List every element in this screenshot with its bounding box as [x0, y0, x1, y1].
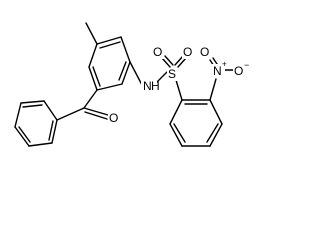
bond-ring-c-1 — [51, 119, 58, 144]
bond-carbonyl-phenyl — [56, 107, 85, 121]
atom-o-ketone: O — [109, 111, 118, 125]
charge-minus: − — [244, 60, 249, 70]
bond-ring-to-carbonyl — [83, 89, 98, 109]
bond-carbonyl-o — [83, 107, 109, 116]
bond-ring-c-4 — [14, 102, 22, 128]
bond-ring-c-1-inner — [48, 120, 54, 141]
bond-ring-nitro — [209, 78, 217, 101]
bond-ring-c-6 — [43, 100, 58, 121]
bond-ring-b-3 — [209, 123, 223, 147]
bond-carbonyl-o-2 — [84, 111, 108, 120]
bond-ring-a-1-inner — [99, 41, 121, 49]
bond-ring-a-3 — [121, 61, 131, 85]
atom-o-nitro-left: O — [200, 45, 209, 59]
bond-s-o-right — [177, 57, 187, 68]
bond-ring-a-6 — [88, 43, 98, 68]
atom-o-sulfonyl-left: O — [153, 45, 162, 59]
atom-n-amide: N — [143, 79, 152, 93]
bond-s-ring — [175, 79, 183, 101]
bond-s-o-left — [161, 57, 171, 68]
bond-ring-a-4 — [96, 83, 123, 91]
bond-ring-b-6 — [169, 99, 183, 125]
bonds — [14, 22, 235, 147]
atom-o-nitro-right: O — [234, 64, 243, 78]
bond-methyl — [85, 22, 98, 45]
bond-ring-b-5 — [169, 123, 183, 147]
chemical-structure-diagram: N H S O O N + O O − O — [14, 22, 249, 147]
bond-ring-b-2 — [209, 99, 223, 125]
atom-h-amide: H — [151, 79, 160, 93]
bond-ring-a-5 — [88, 66, 98, 91]
atom-labels: N H S O O N + O O − O — [108, 45, 249, 125]
atom-n-nitro: N — [213, 64, 222, 78]
bond-ring-nh — [129, 61, 143, 86]
bond-ring-b-3-inner — [206, 123, 219, 143]
bond-s-o-right-2 — [174, 55, 184, 66]
bond-s-o-left-2 — [164, 55, 174, 66]
bond-nitro-o-left-2 — [212, 57, 218, 65]
bond-ring-c-3 — [14, 126, 30, 147]
bond-ring-c-5 — [20, 100, 45, 104]
bond-ring-a-3-inner — [118, 61, 127, 81]
bond-ring-a-5-inner — [92, 66, 101, 87]
atom-s-sulfonyl: S — [168, 67, 176, 81]
bond-ring-a-2 — [120, 36, 131, 63]
bond-ring-c-5-inner — [22, 104, 43, 108]
bond-ring-c-2 — [28, 142, 53, 147]
bond-ring-c-3-inner — [18, 126, 31, 143]
bond-ring-a-1 — [96, 36, 122, 45]
bond-ring-b-5-inner — [173, 123, 186, 143]
atom-o-sulfonyl-right: O — [183, 45, 192, 59]
charge-plus: + — [222, 60, 227, 69]
